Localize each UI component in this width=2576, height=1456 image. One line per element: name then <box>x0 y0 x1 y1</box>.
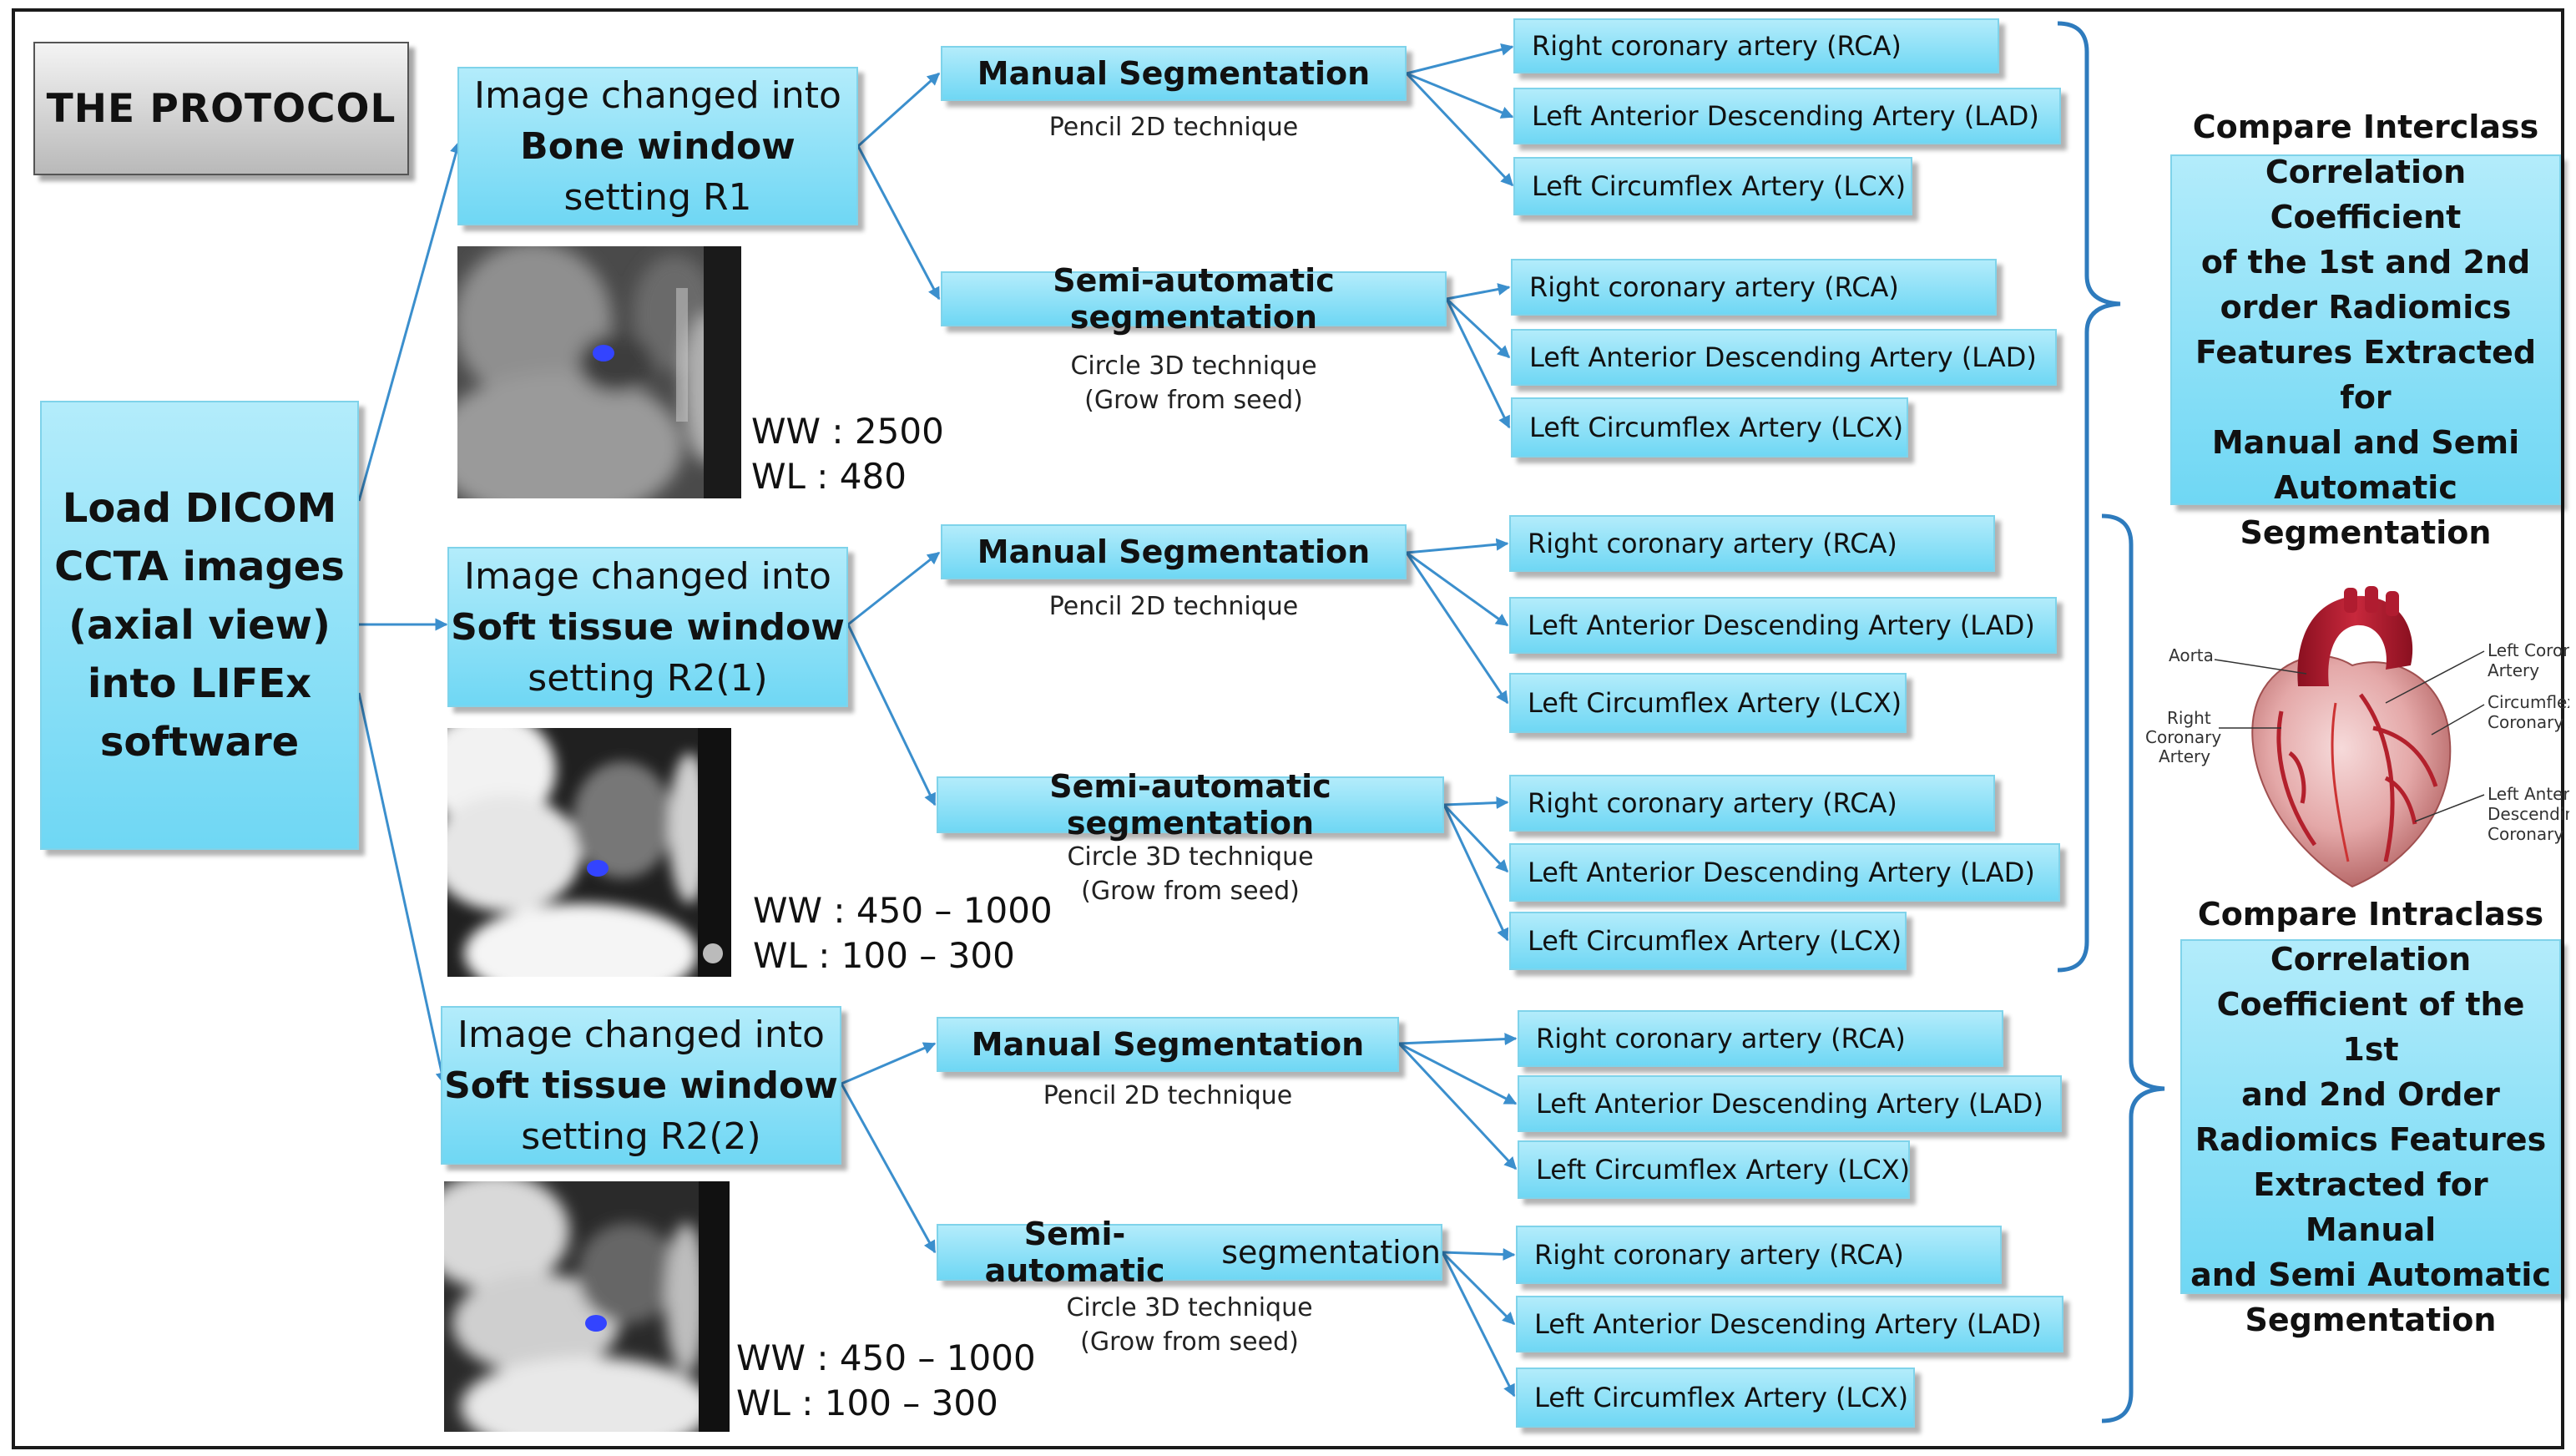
semi-technique-r2-2: Circle 3D technique (Grow from seed) <box>1066 1293 1313 1357</box>
ct-image-soft-tissue-1 <box>447 728 731 977</box>
window-name: Soft tissue window <box>451 605 845 649</box>
manual-segmentation-box-r2-2: Manual Segmentation <box>937 1017 1399 1072</box>
artery-lad-s2: Left Anterior Descending Artery (LAD) <box>1509 843 2060 902</box>
manual-segmentation-title: Manual Segmentation <box>977 533 1371 570</box>
semi-technique-r2-1: Circle 3D technique (Grow from seed) <box>1067 842 1314 906</box>
ww-wl-bone: WW : 2500 WL : 480 <box>751 409 944 499</box>
soft-tissue-window-1-box: Image changed into Soft tissue window se… <box>447 547 848 707</box>
artery-rca-s1: Right coronary artery (RCA) <box>1511 259 1997 316</box>
load-line: software <box>99 719 300 766</box>
artery-lcx-m3: Left Circumflex Artery (LCX) <box>1518 1140 1910 1199</box>
manual-technique-r2-1: Pencil 2D technique <box>1048 592 1299 621</box>
heart-label-aorta: Aorta <box>2169 645 2214 665</box>
heart-label-lcx: Circumflex <box>2488 692 2569 712</box>
protocol-title: THE PROTOCOL <box>46 85 397 132</box>
semi-automatic-segmentation-box-r1: Semi-automatic segmentation <box>941 262 1447 336</box>
artery-rca-m2: Right coronary artery (RCA) <box>1509 515 1995 572</box>
artery-lad-s3: Left Anterior Descending Artery (LAD) <box>1516 1296 2063 1352</box>
heart-label-lad: Left Anterior <box>2488 784 2569 804</box>
manual-segmentation-title: Manual Segmentation <box>971 1026 1365 1063</box>
artery-lad-m3: Left Anterior Descending Artery (LAD) <box>1518 1075 2062 1132</box>
ww-wl-soft-1: WW : 450 – 1000 WL : 100 – 300 <box>753 888 1053 978</box>
heart-label-lad: Descending <box>2488 804 2569 824</box>
wl-value: WL : 100 – 300 <box>736 1383 998 1423</box>
load-line: (axial view) <box>68 602 331 649</box>
compare-intraclass-box: Compare Intraclass Correlation Coefficie… <box>2180 896 2561 1338</box>
manual-technique-r1: Pencil 2D technique <box>1048 113 1299 142</box>
artery-lcx-s1: Left Circumflex Artery (LCX) <box>1511 397 1908 458</box>
manual-segmentation-box-r2-1: Manual Segmentation <box>941 524 1407 579</box>
semi-segmentation-title: Semi-automatic segmentation <box>1049 768 1331 842</box>
heart-label-lcx: Coronary Artery <box>2488 712 2569 732</box>
manual-segmentation-box-r1: Manual Segmentation <box>941 46 1407 101</box>
window-line1: Image changed into <box>457 1013 825 1056</box>
semi-segmentation-title-rest: segmentation <box>1211 1234 1441 1271</box>
semi-technique-r1: Circle 3D technique (Grow from seed) <box>1070 351 1317 415</box>
window-setting: setting R2(2) <box>521 1115 761 1158</box>
artery-rca-s3: Right coronary artery (RCA) <box>1516 1226 2002 1284</box>
bone-window-box: Image changed into Bone window setting R… <box>457 67 858 225</box>
load-line: Load DICOM <box>62 485 337 532</box>
load-line: into LIFEx <box>87 660 312 707</box>
heart-label-rca: Right <box>2167 708 2211 728</box>
artery-lad-m2: Left Anterior Descending Artery (LAD) <box>1509 597 2057 654</box>
window-line1: Image changed into <box>474 73 841 117</box>
compare-interclass-box: Compare Interclass Correlation Coefficie… <box>2170 109 2561 551</box>
aorta-arch <box>2297 595 2413 686</box>
ct-image-soft-tissue-2 <box>444 1181 730 1432</box>
load-line: CCTA images <box>54 543 345 590</box>
window-line1: Image changed into <box>464 554 831 598</box>
wl-value: WL : 100 – 300 <box>753 935 1015 976</box>
heart-illustration: Aorta Right Coronary Artery Left Coronar… <box>2135 586 2576 903</box>
soft-tissue-window-2-box: Image changed into Soft tissue window se… <box>441 1006 841 1165</box>
load-dicom-box: Load DICOM CCTA images (axial view) into… <box>40 401 359 850</box>
artery-lcx-m1: Left Circumflex Artery (LCX) <box>1513 157 1912 215</box>
semi-segmentation-title: Semi-automatic segmentation <box>1053 262 1335 336</box>
window-name: Bone window <box>520 124 796 168</box>
artery-rca-s2: Right coronary artery (RCA) <box>1509 775 1995 832</box>
ww-value: WW : 450 – 1000 <box>736 1337 1036 1378</box>
ww-value: WW : 2500 <box>751 411 944 452</box>
artery-lad-s1: Left Anterior Descending Artery (LAD) <box>1511 329 2057 386</box>
heart-label-rca: Coronary <box>2145 727 2221 747</box>
window-setting: setting R1 <box>563 175 752 219</box>
heart-body <box>2251 655 2452 888</box>
window-name: Soft tissue window <box>444 1064 838 1107</box>
manual-segmentation-title: Manual Segmentation <box>977 55 1371 92</box>
manual-technique-r2-2: Pencil 2D technique <box>1043 1081 1293 1110</box>
heart-label-rca: Artery <box>2159 746 2210 766</box>
heart-label-lad: Coronary Artery <box>2488 824 2569 844</box>
artery-rca-m1: Right coronary artery (RCA) <box>1513 18 1999 73</box>
artery-lcx-s3: Left Circumflex Artery (LCX) <box>1516 1368 1915 1428</box>
heart-label-lca: Left Coronary <box>2488 640 2569 660</box>
ww-wl-soft-2: WW : 450 – 1000 WL : 100 – 300 <box>736 1336 1036 1426</box>
artery-lcx-s2: Left Circumflex Artery (LCX) <box>1509 912 1907 970</box>
semi-automatic-segmentation-box-r2-1: Semi-automatic segmentation <box>937 768 1444 842</box>
wl-value: WL : 480 <box>751 456 907 497</box>
heart-label-lca: Artery <box>2488 660 2539 680</box>
ct-image-bone <box>457 246 741 498</box>
artery-rca-m3: Right coronary artery (RCA) <box>1518 1010 2003 1067</box>
semi-segmentation-title-bold: Semi-automatic <box>984 1216 1165 1289</box>
ww-value: WW : 450 – 1000 <box>753 890 1053 931</box>
protocol-title-box: THE PROTOCOL <box>33 42 409 175</box>
artery-lad-m1: Left Anterior Descending Artery (LAD) <box>1513 88 2061 144</box>
window-setting: setting R2(1) <box>528 656 768 700</box>
semi-automatic-segmentation-box-r2-2: Semi-automatic segmentation <box>937 1216 1442 1289</box>
diagram-frame <box>12 8 2564 1449</box>
artery-lcx-m2: Left Circumflex Artery (LCX) <box>1509 673 1907 733</box>
